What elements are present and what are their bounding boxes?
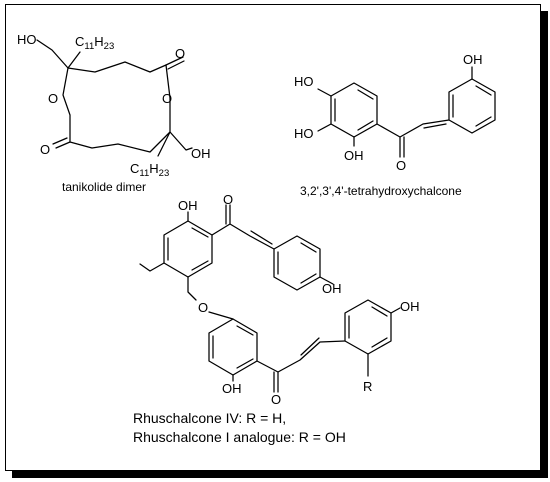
ho-label-1: HO: [17, 32, 37, 47]
chalcone-ring-b: [448, 78, 496, 134]
oh-label-5: OH: [322, 281, 342, 296]
rhuschalcone-legend-line2: Rhuschalcone I analogue: R = OH: [133, 429, 346, 445]
rhus-enone-bonds-top: [211, 204, 275, 250]
rhus-ring-c: [208, 318, 258, 376]
tanikolide-dimer-structure: HO C11H23 O O O O C11H23 OH: [17, 32, 211, 179]
c11h23-label-1: C11H23: [75, 34, 114, 52]
ho-label-3: HO: [294, 126, 314, 141]
rhus-enone-bonds-bottom: [256, 337, 346, 393]
o-label-rhus-1: O: [223, 192, 233, 207]
o-label-rhus-2: O: [271, 392, 281, 407]
side-chain-bonds: [36, 39, 193, 157]
o-label-ring-1: O: [162, 91, 172, 106]
oh-label-3: OH: [463, 52, 483, 67]
chalcone-oh-bonds: [317, 66, 473, 147]
ho-label-2: HO: [294, 74, 314, 89]
oh-label-4: OH: [178, 198, 198, 213]
rhus-ring-d: [344, 299, 392, 355]
chalcone-ring-a: [330, 82, 378, 138]
chalcone-enone-bonds: [376, 119, 450, 158]
oh-label-7: OH: [400, 299, 420, 314]
o-label-ether: O: [198, 300, 208, 315]
figure-frame: [5, 4, 541, 471]
o-label-carbonyl-2: O: [40, 142, 50, 157]
tanikolide-caption: tanikolide dimer: [62, 180, 146, 194]
rhus-substituent-bonds: [139, 211, 401, 382]
tetrahydroxychalcone-structure: HO HO OH O OH: [294, 52, 496, 173]
oh-label-6: OH: [222, 381, 242, 396]
rhus-ring-a: [163, 220, 213, 278]
rhuschalcone-structure: OH O OH O OH O OH R: [139, 192, 420, 407]
o-label-carbonyl-1: O: [175, 46, 185, 61]
r-group-label: R: [363, 379, 372, 394]
o-label-ring-2: O: [48, 91, 58, 106]
o-label-chalcone: O: [396, 158, 406, 173]
chalcone-caption: 3,2',3',4'-tetrahydroxychalcone: [300, 184, 462, 198]
rhus-ring-b: [273, 235, 321, 291]
tanikolide-ring-bonds: [62, 61, 171, 153]
c11h23-label-2: C11H23: [130, 161, 169, 179]
carbonyl-bonds: [52, 56, 185, 149]
rhuschalcone-legend-line1: Rhuschalcone IV: R = H,: [133, 410, 286, 426]
oh-label-1: OH: [191, 146, 211, 161]
oh-label-2: OH: [344, 148, 364, 163]
